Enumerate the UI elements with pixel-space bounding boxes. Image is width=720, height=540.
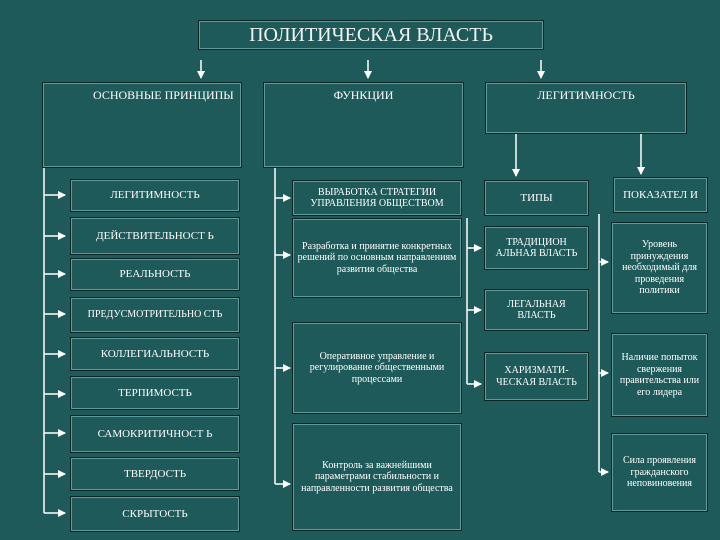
principle-item: ЛЕГИТИМНОСТЬ bbox=[70, 179, 240, 212]
principle-item: САМОКРИТИЧНОСТ Ь bbox=[70, 415, 240, 453]
principle-item: ДЕЙСТВИТЕЛЬНОСТ Ь bbox=[70, 217, 240, 255]
indicator-item: Сила проявления гражданского неповиновен… bbox=[611, 433, 708, 512]
functions-header: ФУНКЦИИ bbox=[263, 82, 464, 168]
type-item: ХАРИЗМАТИ- ЧЕСКАЯ ВЛАСТЬ bbox=[484, 352, 589, 401]
principle-item: ТВЕРДОСТЬ bbox=[70, 457, 240, 491]
function-strategy-text: Разработка и принятие конкретных решений… bbox=[292, 218, 462, 298]
indicator-item: Уровень принуждения необходимый для пров… bbox=[611, 222, 708, 314]
function-strategy-title: ВЫРАБОТКА СТРАТЕГИИ УПРАВЛЕНИЯ ОБЩЕСТВОМ bbox=[292, 180, 462, 216]
principle-item: ТЕРПИМОСТЬ bbox=[70, 376, 240, 410]
principles-header: ОСНОВНЫЕ ПРИНЦИПЫ bbox=[42, 82, 242, 168]
indicator-item: Наличие попыток свержения правительства … bbox=[611, 333, 708, 417]
function-control: Контроль за важнейшими параметрами стаби… bbox=[292, 423, 462, 531]
types-header: ТИПЫ bbox=[484, 180, 589, 216]
type-item: ЛЕГАЛЬНАЯ ВЛАСТЬ bbox=[484, 289, 589, 331]
principle-item: ПРЕДУСМОТРИТЕЛЬНО СТЬ bbox=[70, 297, 240, 333]
function-operational: Оперативное управление и регулирование о… bbox=[292, 322, 462, 414]
indicators-header: ПОКАЗАТЕЛ И bbox=[613, 177, 708, 213]
principle-item: КОЛЛЕГИАЛЬНОСТЬ bbox=[70, 337, 240, 371]
diagram-title: ПОЛИТИЧЕСКАЯ ВЛАСТЬ bbox=[198, 20, 544, 50]
legitimacy-header: ЛЕГИТИМНОСТЬ bbox=[485, 82, 687, 134]
principle-item: СКРЫТОСТЬ bbox=[70, 496, 240, 532]
principle-item: РЕАЛЬНОСТЬ bbox=[70, 258, 240, 291]
type-item: ТРАДИЦИОН АЛЬНАЯ ВЛАСТЬ bbox=[484, 226, 589, 270]
